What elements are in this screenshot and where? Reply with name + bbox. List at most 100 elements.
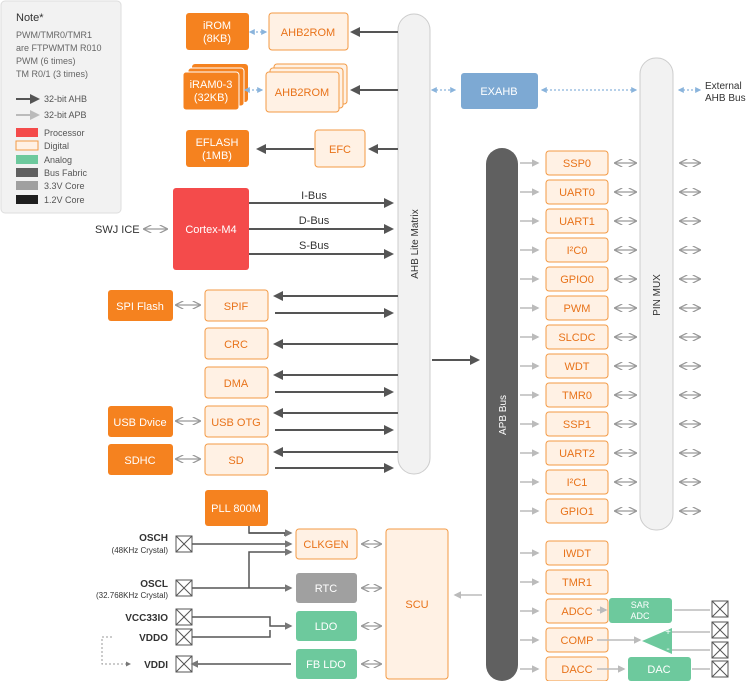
- gpio0-label: GPIO0: [560, 274, 594, 286]
- ldo-block: LDO: [296, 611, 357, 641]
- i-c0-label: I²C0: [567, 245, 588, 257]
- usb-otg-block: USB OTG: [204, 405, 269, 438]
- sdhc-block: SDHC: [108, 444, 173, 475]
- ssp0-block: [545, 150, 609, 176]
- legend-1v2-core: 1.2V Core: [44, 195, 85, 205]
- uart0-block: [545, 179, 609, 205]
- spi-flash-block: SPI Flash: [108, 290, 173, 321]
- pad-vddi: [175, 655, 193, 673]
- legend-analog: Analog: [44, 155, 72, 165]
- crc-label: CRC: [224, 339, 248, 351]
- oscl-sub: (32.768KHz Crystal): [96, 591, 168, 600]
- efc-label: EFC: [329, 144, 351, 156]
- pin-mux: PIN MUX: [639, 57, 674, 531]
- fbldo-label: FB LDO: [306, 659, 346, 671]
- pad-comp-minus: [711, 641, 729, 659]
- dbus-label: D-Bus: [299, 215, 330, 227]
- wdt-label: WDT: [564, 361, 589, 373]
- efc-block: EFC: [314, 129, 366, 168]
- legend-bus-fabric: Bus Fabric: [44, 168, 88, 178]
- usb-device-label: USB Dvice: [113, 417, 166, 429]
- vddo-label: VDDO: [139, 633, 168, 644]
- legend-digital: Digital: [44, 141, 69, 151]
- sbus-label: S-Bus: [299, 240, 329, 252]
- uart0-label: UART0: [559, 187, 595, 199]
- legend-line: PWM/TMR0/TMR1: [16, 30, 92, 40]
- legend-line: PWM (6 times): [16, 56, 76, 66]
- pad-oscl: [175, 579, 193, 597]
- clkgen-block: CLKGEN: [295, 528, 358, 560]
- irom-label: iROM: [203, 20, 231, 32]
- pad-adc: [711, 600, 729, 618]
- spif-block: SPIF: [204, 289, 269, 322]
- svg-text:+: +: [665, 627, 671, 638]
- iwdt-block: [545, 540, 609, 566]
- crc-block: CRC: [204, 327, 269, 360]
- i-c1-label: I²C1: [567, 477, 588, 489]
- legend-apb: 32-bit APB: [44, 110, 87, 120]
- sd-block: SD: [204, 443, 269, 476]
- eflash-block: EFLASH (1MB): [186, 130, 249, 167]
- pll-label: PLL 800M: [211, 503, 261, 515]
- pad-comp-plus: [711, 621, 729, 639]
- tmr0-block: [545, 382, 609, 408]
- uart2-label: UART2: [559, 448, 595, 460]
- usb-device-block: USB Dvice: [108, 406, 173, 437]
- iram-label: iRAM0-3: [190, 79, 233, 91]
- gpio1-label: GPIO1: [560, 506, 594, 518]
- iram-size: (32KB): [194, 92, 228, 104]
- cortex-m4-block: Cortex-M4: [173, 188, 249, 270]
- legend-line: are FTPWMTM R010: [16, 43, 102, 53]
- usb-otg-label: USB OTG: [211, 417, 261, 429]
- fbldo-block: FB LDO: [296, 649, 357, 679]
- i-c1-block: [545, 469, 609, 495]
- external-ahb-label-2: AHB Bus: [705, 93, 746, 104]
- legend-ahb: 32-bit AHB: [44, 94, 87, 104]
- sdhc-label: SDHC: [124, 455, 155, 467]
- external-ahb-label: External: [705, 81, 742, 92]
- eflash-label: EFLASH: [196, 137, 239, 149]
- svg-text:-: -: [666, 644, 669, 655]
- pad-osch: [175, 535, 193, 553]
- ahb2rom-stack-block: AHB2ROM: [265, 63, 348, 113]
- apb-peripherals: SSP0UART0UART1I²C0GPIO0PWMSLCDCWDTTMR0SS…: [520, 150, 700, 681]
- cortex-m4-label: Cortex-M4: [185, 224, 236, 236]
- scu-label: SCU: [405, 599, 428, 611]
- apb-bus-label: APB Bus: [498, 395, 509, 435]
- rtc-label: RTC: [315, 583, 337, 595]
- gpio1-block: [545, 498, 609, 524]
- tmr1-label: TMR1: [562, 577, 592, 589]
- gpio0-block: [545, 266, 609, 292]
- adcc-label: ADCC: [561, 606, 592, 618]
- pad-dac: [711, 660, 729, 678]
- scu-block: SCU: [385, 528, 449, 680]
- pad-vddo: [175, 628, 193, 646]
- ahb-lite-matrix: AHB Lite Matrix: [397, 13, 431, 475]
- ssp1-label: SSP1: [563, 419, 591, 431]
- osch-label: OSCH: [139, 533, 168, 544]
- analog-pads: [711, 600, 729, 678]
- uart1-label: UART1: [559, 216, 595, 228]
- legend-line: TM R0/1 (3 times): [16, 69, 88, 79]
- legend-processor: Processor: [44, 128, 85, 138]
- sar-label: SAR: [631, 600, 650, 610]
- legend-title: Note*: [16, 12, 44, 24]
- adcc-block: [545, 598, 609, 624]
- pll-block: PLL 800M: [205, 490, 268, 526]
- swj-ice-label: SWJ ICE: [95, 224, 140, 236]
- irom-size: (8KB): [203, 33, 231, 45]
- pinmux-label: PIN MUX: [652, 274, 663, 316]
- ahb2rom-label: AHB2ROM: [281, 27, 335, 39]
- spi-flash-label: SPI Flash: [116, 301, 164, 313]
- clkgen-label: CLKGEN: [303, 539, 348, 551]
- slcdc-block: [545, 324, 609, 350]
- eflash-size: (1MB): [202, 150, 232, 162]
- slcdc-label: SLCDC: [558, 332, 595, 344]
- ssp0-label: SSP0: [563, 158, 591, 170]
- osch-sub: (48KHz Crystal): [112, 546, 169, 555]
- exahb-block: EXAHB: [461, 73, 538, 109]
- uart1-block: [545, 208, 609, 234]
- legend: Note* PWM/TMR0/TMR1 are FTPWMTM R010 PWM…: [0, 0, 122, 214]
- pad-vcc33io: [175, 608, 193, 626]
